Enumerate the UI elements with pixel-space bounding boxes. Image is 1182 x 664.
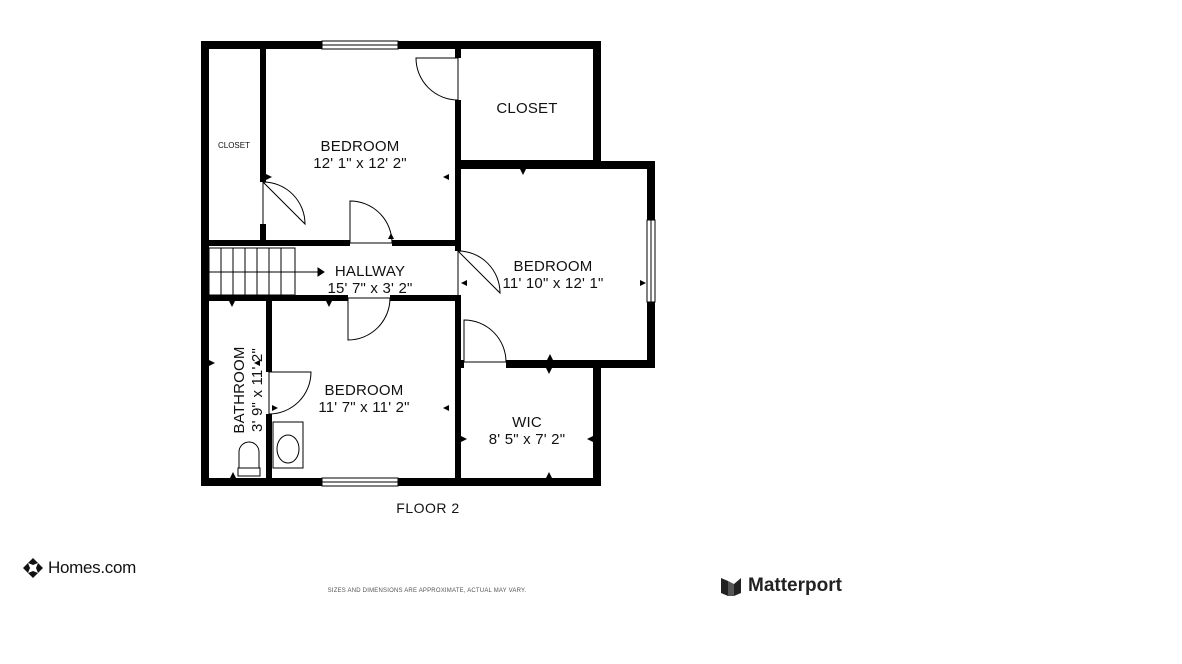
bathroom-fixtures <box>237 421 304 477</box>
room-hallway-name: HALLWAY <box>335 263 405 280</box>
room-bedroom-bottom-dims: 11' 7" x 11' 2" <box>318 399 409 416</box>
room-closet-top-right-name: CLOSET <box>496 100 557 117</box>
room-wic-dims: 8' 5" x 7' 2" <box>489 431 566 448</box>
room-bedroom-right-dims: 11' 10" x 12' 1" <box>502 275 603 292</box>
room-bedroom-bottom-name: BEDROOM <box>325 382 404 399</box>
room-bathroom-dims: 3' 9" x 11' 2" <box>249 348 266 432</box>
windows <box>321 40 656 487</box>
homes-brand-name: Homes.com <box>48 558 136 577</box>
matterport-logo-icon <box>721 578 741 596</box>
stairs <box>208 247 325 296</box>
doors <box>259 57 507 415</box>
room-bedroom-right-name: BEDROOM <box>514 258 593 275</box>
room-hallway-dims: 15' 7" x 3' 2" <box>327 280 412 297</box>
walls <box>201 41 655 486</box>
floor-label: FLOOR 2 <box>396 500 460 516</box>
matterport-brand-name: Matterport <box>748 575 842 596</box>
room-bedroom-top-dims: 12' 1" x 12' 2" <box>313 155 407 172</box>
room-bedroom-top-name: BEDROOM <box>321 138 400 155</box>
matterport-brand: Matterport <box>720 574 842 598</box>
dimension-markers <box>209 169 646 478</box>
room-labels: CLOSET BEDROOM 12' 1" x 12' 2" CLOSET HA… <box>218 100 603 448</box>
room-bathroom-name: BATHROOM <box>231 346 248 433</box>
room-wic-name: WIC <box>512 414 542 431</box>
homes-brand: Homes.com <box>22 556 136 580</box>
disclaimer: SIZES AND DIMENSIONS ARE APPROXIMATE, AC… <box>327 588 527 594</box>
homes-logo-icon <box>23 558 43 578</box>
room-closet-small-name: CLOSET <box>218 141 250 150</box>
